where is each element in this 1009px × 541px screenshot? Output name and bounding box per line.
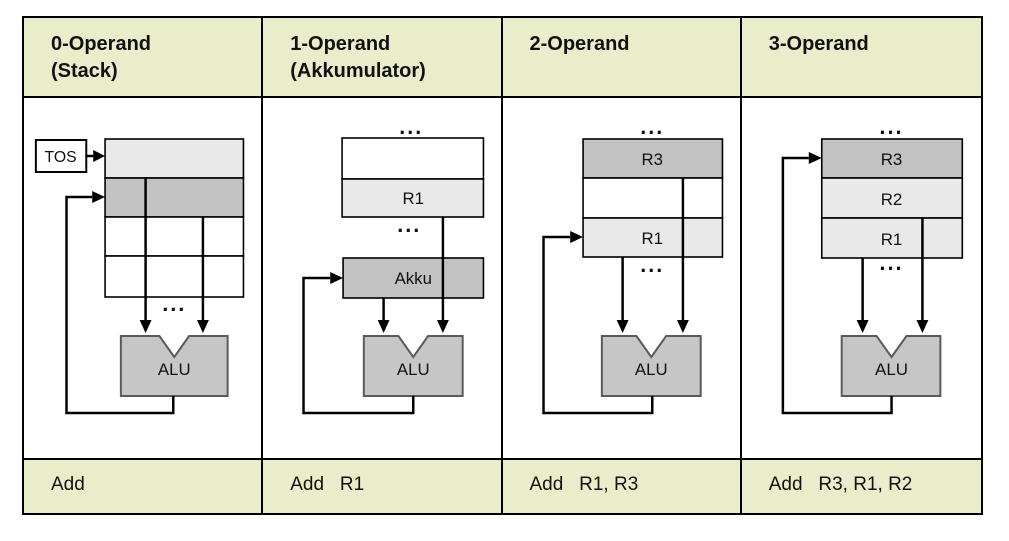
diagram-0-operand: TOS ... ALU: [24, 98, 264, 458]
header-cell-2-operand: 2-Operand: [502, 18, 742, 98]
register-stack: R3 R1: [581, 138, 723, 258]
arrowhead-down-icon: [856, 320, 869, 333]
ellipsis: ...: [879, 250, 903, 275]
stack-cell-top: [104, 138, 245, 179]
ellipsis: ...: [640, 252, 664, 277]
tos-pointer: TOS: [34, 139, 106, 173]
feedback-line: [541, 235, 654, 415]
instruction-cell-2-operand: Add R1, R3: [502, 458, 742, 513]
ellipsis: ...: [640, 114, 664, 139]
alu-shape: [600, 335, 702, 397]
header-line: 2-Operand: [529, 33, 630, 55]
header-line: (Akkumulator): [290, 60, 426, 82]
register-label-r2: R2: [880, 190, 902, 209]
tos-label: TOS: [44, 149, 76, 166]
header-cell-3-operand: 3-Operand: [741, 18, 981, 98]
ellipsis: ...: [400, 114, 424, 139]
operand-architecture-table: 0-Operand (Stack) 1-Operand (Akkumulator…: [22, 16, 983, 515]
diagram-3-operand: ... R3 R2 R1 ... AL: [741, 98, 981, 458]
instruction-cell-0-operand: Add: [24, 458, 264, 513]
result-feedback: [65, 191, 175, 415]
result-feedback: [781, 152, 893, 415]
register-cell-r1: [820, 217, 963, 259]
register-label-r1: R1: [880, 230, 902, 249]
alu-shape: [840, 335, 942, 397]
tos-arrowhead-icon: [93, 150, 106, 162]
alu-shape: [119, 335, 229, 397]
arrowhead-right-icon: [808, 152, 822, 164]
arrowhead-right-icon: [92, 191, 106, 203]
register-stack: R1: [341, 137, 485, 218]
arrowhead-down-icon: [139, 320, 152, 333]
arrowhead-down-icon: [196, 320, 209, 333]
alu-label: ALU: [397, 360, 430, 379]
arrowhead-right-icon: [330, 272, 344, 284]
feedback-line: [781, 156, 893, 415]
register-cell-empty: [341, 137, 485, 180]
accumulator-architecture-svg: ... R1 ... Akku: [302, 114, 485, 415]
header-line: 3-Operand: [768, 33, 869, 55]
register-label-r1: R1: [403, 189, 424, 208]
header-line: 0-Operand: [51, 33, 152, 55]
register-label-r1: R1: [641, 229, 662, 248]
register-cell-r3: [820, 138, 963, 179]
register-cell-r1: [341, 178, 485, 218]
alu-label: ALU: [634, 360, 667, 379]
register-stack: R3 R2 R1: [820, 138, 963, 259]
register-cell-r3: [581, 138, 723, 179]
alu-label: ALU: [875, 360, 908, 379]
akku-label: Akku: [395, 269, 432, 288]
register-label-r3: R3: [880, 150, 902, 169]
register-cell-r2: [820, 177, 963, 219]
accumulator: Akku: [342, 257, 485, 299]
ellipsis: ...: [879, 114, 903, 139]
diagram-2-operand: ... R3 R1 ... ALU: [502, 98, 742, 458]
stack-cell-empty: [104, 216, 245, 257]
tos-box: [34, 139, 88, 173]
result-feedback: [302, 272, 415, 415]
operand-lines: [139, 178, 209, 333]
arrowhead-down-icon: [377, 320, 390, 333]
result-feedback: [541, 231, 654, 415]
stack-architecture-svg: TOS ... ALU: [34, 138, 245, 415]
alu-label: ALU: [158, 360, 191, 379]
diagram-1-operand: ... R1 ... Akku: [263, 98, 503, 458]
instruction-cell-3-operand: Add R3, R1, R2: [741, 458, 981, 513]
header-cell-0-operand: 0-Operand (Stack): [24, 18, 264, 98]
feedback-line: [302, 276, 415, 415]
register-label-r3: R3: [641, 150, 662, 169]
arrowhead-down-icon: [616, 320, 629, 333]
ellipsis: ...: [398, 212, 422, 237]
alu: ALU: [600, 335, 702, 397]
header-line: 1-Operand: [290, 33, 391, 55]
arrowhead-down-icon: [916, 320, 929, 333]
three-operand-architecture-svg: ... R3 R2 R1 ... AL: [781, 114, 963, 415]
operand-lines: [616, 178, 689, 333]
two-operand-architecture-svg: ... R3 R1 ... ALU: [541, 114, 723, 415]
alu: ALU: [119, 335, 229, 397]
operand-lines: [856, 218, 929, 333]
header-cell-1-operand: 1-Operand (Akkumulator): [263, 18, 503, 98]
alu: ALU: [363, 335, 464, 397]
stack-cell-second: [104, 177, 245, 218]
header-line: (Stack): [51, 60, 118, 82]
register-cell-empty: [581, 177, 723, 219]
alu: ALU: [840, 335, 942, 397]
arrowhead-down-icon: [676, 320, 689, 333]
ellipsis: ...: [162, 291, 186, 316]
instruction-cell-1-operand: Add R1: [263, 458, 503, 513]
register-cell-r1: [581, 217, 723, 258]
register-stack: [104, 138, 245, 298]
akku-box: [342, 257, 485, 299]
arrowhead-down-icon: [437, 320, 450, 333]
stack-cell-empty: [104, 255, 245, 298]
operand-lines: [377, 217, 450, 333]
arrowhead-right-icon: [569, 231, 583, 243]
alu-shape: [363, 335, 464, 397]
feedback-line: [65, 195, 175, 415]
